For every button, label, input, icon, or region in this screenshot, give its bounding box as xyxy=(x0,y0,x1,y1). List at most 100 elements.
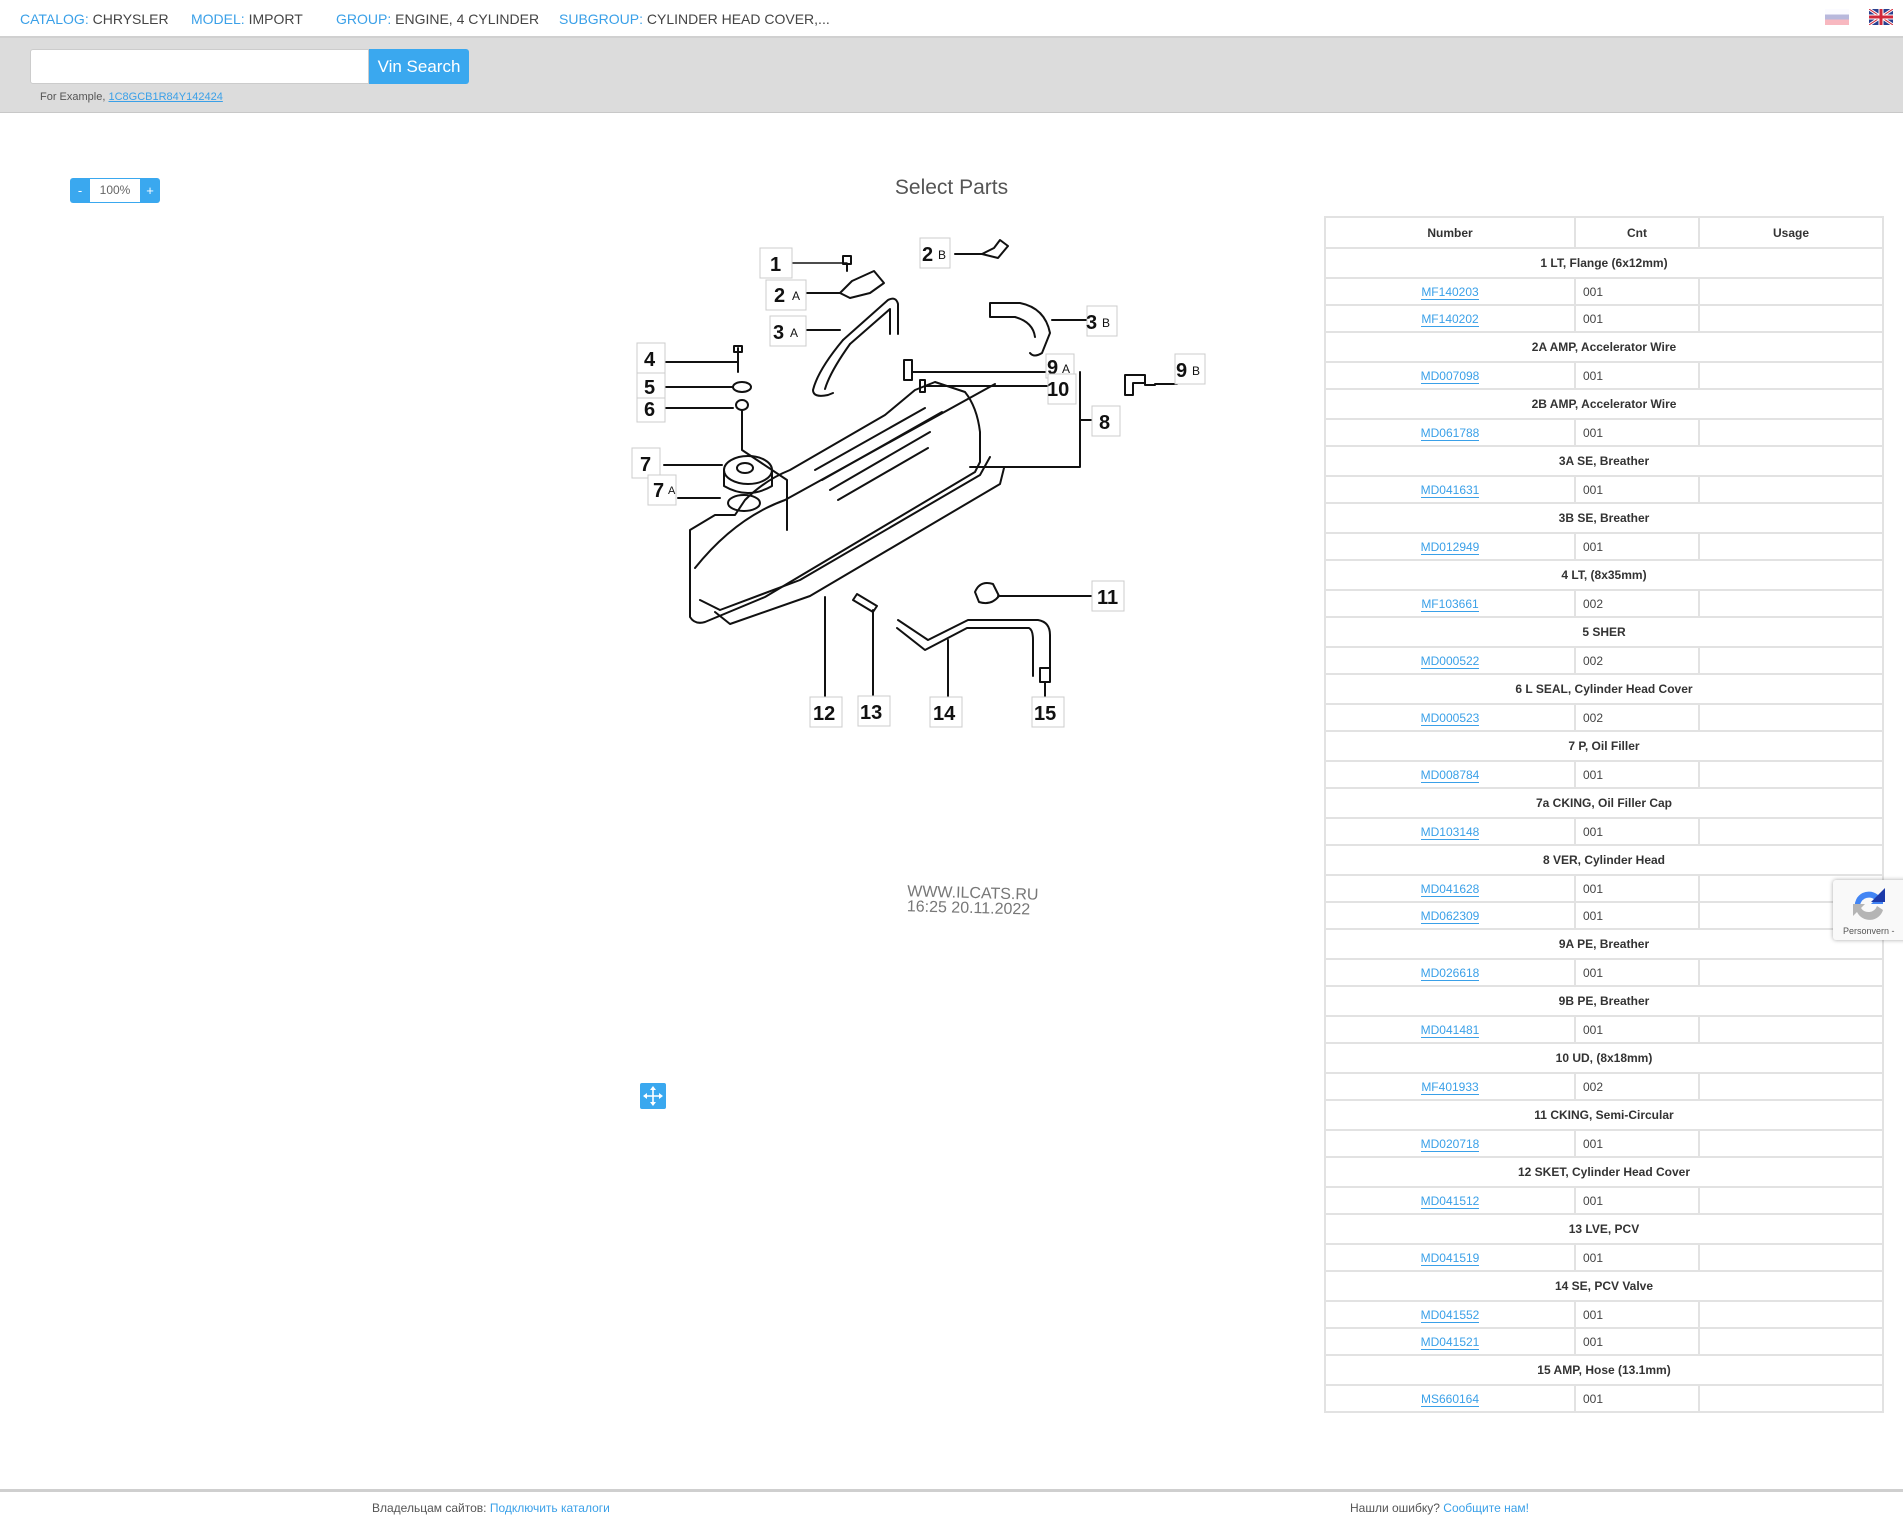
group-row: 11 CKING, Semi-Circular xyxy=(1324,1099,1884,1131)
svg-text:1: 1 xyxy=(770,254,781,276)
watermark-timestamp: 16:25 20.11.2022 xyxy=(906,898,1031,919)
group-title: 11 CKING, Semi-Circular xyxy=(1324,1099,1884,1131)
part-number-cell: MD041552 xyxy=(1324,1300,1576,1329)
zoom-level: 100% xyxy=(90,178,140,203)
group-title: 9B PE, Breather xyxy=(1324,985,1884,1017)
part-number-link[interactable]: MS660164 xyxy=(1420,1391,1480,1407)
part-number-link[interactable]: MD103148 xyxy=(1420,824,1480,840)
group-row: 5 SHER xyxy=(1324,616,1884,648)
uk-flag-icon[interactable] xyxy=(1869,9,1893,25)
part-number-link[interactable]: MF140203 xyxy=(1421,284,1479,300)
part-number-link[interactable]: MD041519 xyxy=(1420,1250,1480,1266)
svg-text:15: 15 xyxy=(1034,703,1056,725)
group-title: 4 LT, (8x35mm) xyxy=(1324,559,1884,591)
svg-text:10: 10 xyxy=(1047,379,1069,401)
footer-owners-label: Владельцам сайтов: xyxy=(372,1501,487,1515)
breadcrumb-model[interactable]: MODEL: IMPORT xyxy=(191,11,303,27)
part-count: 001 xyxy=(1574,304,1700,333)
part-number-link[interactable]: MD041481 xyxy=(1420,1022,1480,1038)
ru-flag-icon[interactable] xyxy=(1825,9,1849,25)
group-row: 3B SE, Breather xyxy=(1324,502,1884,534)
move-arrows-icon[interactable] xyxy=(640,1083,666,1109)
group-row: 8 VER, Cylinder Head xyxy=(1324,844,1884,876)
breadcrumb-subgroup[interactable]: SUBGROUP: CYLINDER HEAD COVER,... xyxy=(559,11,830,27)
part-number-link[interactable]: MD000523 xyxy=(1420,710,1480,726)
part-number-link[interactable]: MD041628 xyxy=(1420,881,1480,897)
svg-text:7: 7 xyxy=(640,454,651,476)
svg-text:9: 9 xyxy=(1047,357,1058,379)
part-usage xyxy=(1698,958,1884,987)
part-number-cell: MD041519 xyxy=(1324,1243,1576,1272)
part-number-link[interactable]: MD041631 xyxy=(1420,482,1480,498)
part-number-link[interactable]: MD008784 xyxy=(1420,767,1480,783)
footer-divider xyxy=(0,1489,1903,1492)
part-number-link[interactable]: MF103661 xyxy=(1421,596,1479,612)
vin-example-link[interactable]: 1C8GCB1R84Y142424 xyxy=(108,91,223,103)
column-header-usage: Usage xyxy=(1698,216,1884,249)
callout-6: 6 xyxy=(636,397,666,423)
part-number-link[interactable]: MD061788 xyxy=(1420,425,1480,441)
part-number-link[interactable]: MD041512 xyxy=(1420,1193,1480,1209)
group-title: 10 UD, (8x18mm) xyxy=(1324,1042,1884,1074)
group-row: 13 LVE, PCV xyxy=(1324,1213,1884,1245)
svg-text:5: 5 xyxy=(644,377,655,399)
part-number-link[interactable]: MD041552 xyxy=(1420,1307,1480,1323)
breadcrumb-value: CYLINDER HEAD COVER,... xyxy=(646,11,830,27)
part-number-link[interactable]: MD007098 xyxy=(1420,368,1480,384)
part-number-link[interactable]: MF401933 xyxy=(1421,1079,1479,1095)
part-number-cell: MF140202 xyxy=(1324,304,1576,333)
footer-right: Нашли ошибку? Сообщите нам! xyxy=(1350,1501,1529,1515)
part-count: 001 xyxy=(1574,475,1700,504)
svg-text:B: B xyxy=(1102,316,1110,330)
part-usage xyxy=(1698,760,1884,789)
part-number-cell: MF103661 xyxy=(1324,589,1576,618)
zoom-in-button[interactable]: + xyxy=(140,178,160,203)
callout-13: 13 xyxy=(857,695,891,727)
breadcrumb-group[interactable]: GROUP: ENGINE, 4 CYLINDER xyxy=(336,11,539,27)
part-number-link[interactable]: MF140202 xyxy=(1421,311,1479,327)
group-row: 1 LT, Flange (6x12mm) xyxy=(1324,247,1884,279)
breadcrumb-catalog[interactable]: CATALOG: CHRYSLER xyxy=(20,11,169,27)
vin-search-input[interactable] xyxy=(30,49,369,84)
part-number-cell: MF140203 xyxy=(1324,277,1576,306)
connect-catalogs-link[interactable]: Подключить каталоги xyxy=(489,1501,610,1515)
watermark: WWW.ILCATS.RU 16:25 20.11.2022 xyxy=(906,883,1039,919)
part-number-link[interactable]: MD026618 xyxy=(1420,965,1480,981)
group-title: 3A SE, Breather xyxy=(1324,445,1884,477)
part-number-cell: MD062309 xyxy=(1324,901,1576,930)
svg-text:A: A xyxy=(790,326,798,340)
svg-text:3: 3 xyxy=(1086,312,1097,334)
part-number-link[interactable]: MD041521 xyxy=(1420,1334,1480,1350)
part-number-link[interactable]: MD000522 xyxy=(1420,653,1480,669)
group-title: 14 SE, PCV Valve xyxy=(1324,1270,1884,1302)
table-row: MF140202 001 xyxy=(1324,304,1884,333)
part-number-link[interactable]: MD062309 xyxy=(1420,908,1480,924)
part-count: 001 xyxy=(1574,1327,1700,1356)
part-number-cell: MD103148 xyxy=(1324,817,1576,846)
part-number-cell: MD007098 xyxy=(1324,361,1576,390)
zoom-out-button[interactable]: - xyxy=(70,178,90,203)
group-title: 12 SKET, Cylinder Head Cover xyxy=(1324,1156,1884,1188)
part-number-cell: MD000523 xyxy=(1324,703,1576,732)
group-title: 5 SHER xyxy=(1324,616,1884,648)
part-number-link[interactable]: MD020718 xyxy=(1420,1136,1480,1152)
svg-text:3: 3 xyxy=(773,322,784,344)
group-title: 13 LVE, PCV xyxy=(1324,1213,1884,1245)
part-count: 001 xyxy=(1574,1243,1700,1272)
part-number-link[interactable]: MD012949 xyxy=(1420,539,1480,555)
vin-search-button[interactable]: Vin Search xyxy=(369,49,469,84)
svg-text:A: A xyxy=(792,289,800,303)
report-error-link[interactable]: Сообщите нам! xyxy=(1443,1501,1530,1515)
vin-example-label: For Example, xyxy=(40,91,106,103)
svg-text:6: 6 xyxy=(644,399,655,421)
svg-text:B: B xyxy=(938,248,946,262)
callout-12: 12 xyxy=(809,696,843,728)
recaptcha-badge[interactable]: Personvern - xyxy=(1833,880,1903,940)
